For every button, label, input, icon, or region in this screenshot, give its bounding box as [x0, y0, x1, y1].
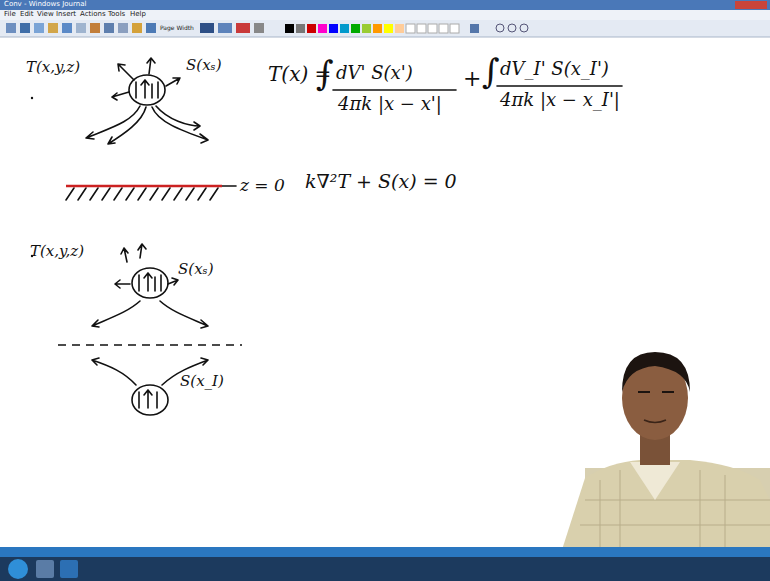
- equation-numerator: dV' S(x'): [336, 64, 413, 82]
- boundary-label: z = 0: [240, 177, 285, 194]
- equation-numerator: dV_I' S(x_I'): [500, 60, 609, 78]
- integral-sign: ∫: [316, 56, 334, 90]
- menu-item: View: [37, 11, 54, 18]
- menu-item: File: [4, 11, 16, 18]
- field-label: T(x,y,z): [26, 60, 80, 75]
- field-label: T(x,y,z): [30, 244, 84, 259]
- source-label: S(xₛ): [186, 58, 222, 73]
- image-source-label: S(x_I): [180, 374, 224, 389]
- equation-denominator: 4πk |x − x_I'|: [500, 91, 620, 109]
- equation-operator: +: [463, 68, 481, 90]
- governing-equation: k∇²T + S(x) = 0: [305, 172, 457, 191]
- toolbar-text: Page Width: [160, 25, 194, 31]
- menu-item: Actions: [80, 11, 106, 18]
- menu-item: Insert: [56, 11, 76, 18]
- menu-item: Tools: [108, 11, 125, 18]
- equation-denominator: 4πk |x − x'|: [338, 95, 442, 113]
- window-title: Conv - Windows Journal: [4, 1, 86, 8]
- menu-item: Help: [130, 11, 146, 18]
- menu-item: Edit: [20, 11, 34, 18]
- integral-sign: ∫: [482, 54, 500, 88]
- source-label: S(xₛ): [178, 262, 214, 277]
